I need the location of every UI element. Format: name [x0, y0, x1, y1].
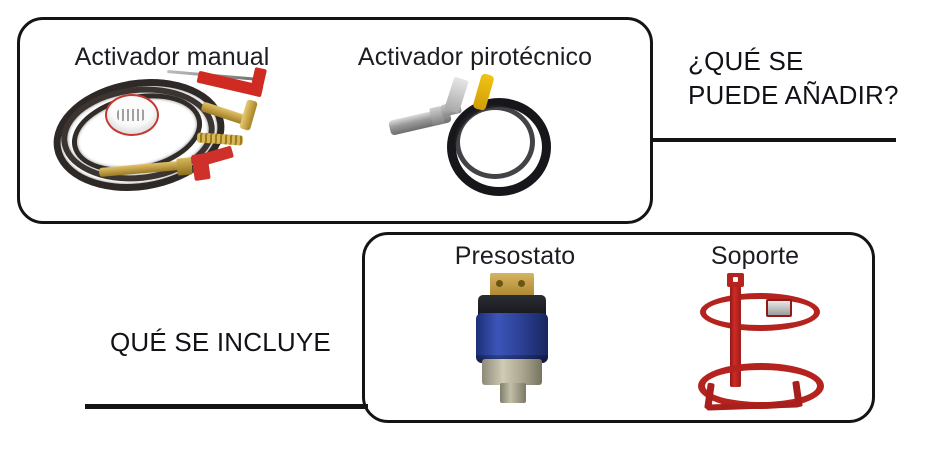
upper-red-band: [700, 293, 820, 331]
red-lever-tip: [249, 67, 267, 97]
item-activador-manual: Activador manual: [32, 42, 312, 203]
pyrotechnic-activator-photo: [385, 72, 565, 196]
support-bracket-photo: [690, 271, 824, 416]
product-label-sticker: [105, 94, 159, 136]
mounting-tab: [727, 273, 744, 287]
vertical-red-post: [730, 279, 741, 387]
hex-metal-base: [482, 359, 542, 385]
silver-tag: [444, 76, 469, 114]
black-cap: [478, 295, 546, 317]
item-activador-pirotecnico: Activador pirotécnico: [325, 42, 625, 196]
black-cable-loop-outer: [447, 98, 551, 196]
item-label-activador-pirotecnico: Activador pirotécnico: [357, 43, 593, 71]
manual-activator-photo: [45, 67, 297, 203]
black-cable-loop-inner: [455, 105, 535, 179]
item-soporte: Soporte: [655, 241, 855, 416]
pressure-switch-photo: [460, 271, 570, 406]
item-label-activador-manual: Activador manual: [74, 43, 270, 71]
item-label-presostato: Presostato: [454, 242, 576, 270]
strap-buckle: [766, 299, 792, 317]
brass-fitting-b: [239, 99, 258, 131]
panel-que-se-puede-anadir: Activador manual Activador pirotécnico: [17, 17, 653, 224]
item-label-soporte: Soporte: [710, 242, 800, 270]
threaded-port: [500, 383, 526, 403]
panel-que-se-incluye: Presostato Soporte: [362, 232, 875, 423]
connector-line-anadir: [651, 138, 896, 142]
section-heading-que-se-incluye: QUÉ SE INCLUYE: [110, 327, 331, 357]
terminal-hole-right: [518, 280, 525, 287]
item-presostato: Presostato: [385, 241, 645, 406]
connector-line-incluye: [85, 404, 368, 409]
terminal-hole-left: [496, 280, 503, 287]
brass-nut: [176, 157, 193, 176]
section-heading-que-se-puede-anadir: ¿QUÉ SE PUEDE AÑADIR?: [688, 46, 899, 110]
blue-switch-body: [476, 313, 548, 363]
